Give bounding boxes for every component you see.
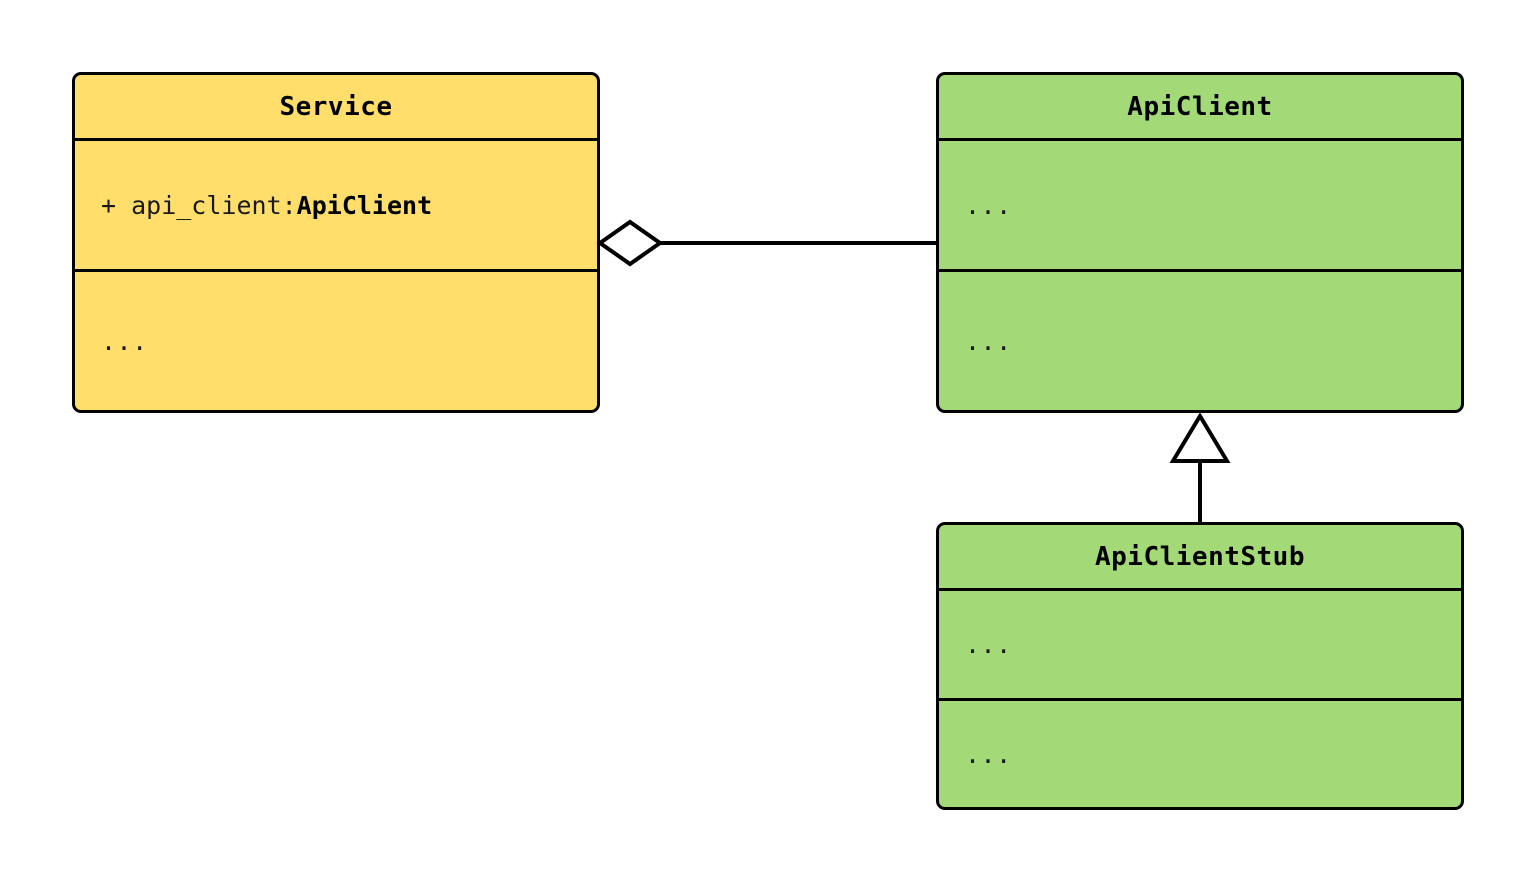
attributes-compartment-service: + api_client: ApiClient	[75, 138, 597, 269]
operations-compartment-apiclient: ...	[939, 269, 1461, 410]
attributes-compartment-apiclientstub: ...	[939, 588, 1461, 698]
class-name-service: Service	[279, 91, 393, 122]
attributes-ellipsis-apiclientstub: ...	[965, 630, 1012, 659]
class-name-apiclient: ApiClient	[1127, 91, 1273, 122]
hollow-triangle-icon	[1169, 412, 1231, 463]
operations-compartment-service: ...	[75, 269, 597, 410]
class-box-apiclient[interactable]: ApiClient ... ...	[936, 72, 1464, 413]
hollow-diamond-icon	[596, 219, 664, 267]
operations-ellipsis-service: ...	[101, 326, 148, 356]
operations-ellipsis-apiclientstub: ...	[965, 739, 1012, 769]
attribute-api-client: + api_client: ApiClient	[75, 141, 597, 269]
class-name-apiclientstub: ApiClientStub	[1095, 541, 1305, 572]
attributes-compartment-apiclient: ...	[939, 138, 1461, 269]
attributes-ellipsis-apiclient: ...	[965, 190, 1012, 220]
class-box-apiclientstub[interactable]: ApiClientStub ... ...	[936, 522, 1464, 810]
generalization-apiclientstub-apiclient[interactable]	[1169, 412, 1231, 522]
class-box-service[interactable]: Service + api_client: ApiClient ...	[72, 72, 600, 413]
attribute-api-client-label: + api_client:	[101, 190, 297, 220]
operations-ellipsis-apiclient: ...	[965, 326, 1012, 356]
operations-compartment-apiclientstub: ...	[939, 698, 1461, 807]
aggregation-service-apiclient[interactable]	[596, 219, 936, 267]
attribute-api-client-type: ApiClient	[296, 190, 433, 220]
